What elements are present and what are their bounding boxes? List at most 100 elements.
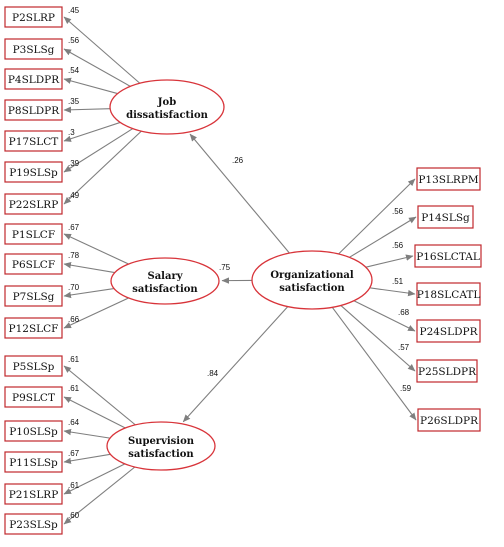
structural-coef-job: .26 [232,156,244,165]
job-indicator-box: P2SLRP [4,6,63,28]
job-loading-arrow [63,106,111,113]
indicator-label: P3SLSg [13,44,55,56]
salary-loading-arrow [63,233,129,265]
salary-loading-arrow [63,262,115,274]
org-loading-value: .51 [392,277,404,286]
org-loading-arrow [340,305,416,372]
indicator-label: P2SLRP [12,12,55,24]
indicator-label: P17SLCT [9,136,59,148]
salary-loading-value: .66 [68,315,80,324]
job-loading-arrow [63,16,141,84]
supervision-loading-arrow [63,453,111,465]
org-loading-arrow [349,216,417,258]
supervision-loading-arrow [63,463,126,495]
job-indicator-box: P8SLDPR [4,99,63,121]
indicator-label: P13SLRPM [418,174,479,186]
supervision-loading-arrow [63,396,126,429]
supervision-indicator-box: P11SLSp [4,451,63,473]
supervision-loading-value: .67 [68,449,80,458]
job-indicator-box: P4SLDPR [4,68,63,90]
structural-coef-salary: .75 [219,263,231,272]
job-indicator-box: P17SLCT [4,130,63,152]
indicator-label: P14SLSg [421,212,470,224]
supervision-loading-value: .61 [68,481,80,490]
indicator-label: P5SLSp [13,361,55,373]
indicator-label: P25SLDPR [418,366,477,378]
structural-arrow-supervision [182,306,289,423]
salary-indicator-box: P6SLCF [4,253,63,275]
indicator-label: P1SLCF [12,229,55,241]
org-indicator-box: P24SLDPR [416,319,481,343]
salary-indicator-box: P7SLSg [4,285,63,307]
latent-supervision-satisfaction: Supervision satisfaction [106,421,216,471]
indicator-label: P10SLSp [9,426,58,438]
supervision-loading-value: .61 [68,355,80,364]
salary-indicator-box: P1SLCF [4,223,63,245]
latent-label-line2: dissatisfaction [126,110,209,121]
latent-label-line2: satisfaction [128,449,194,460]
indicator-label: P12SLCF [9,323,59,335]
supervision-loading-value: .61 [68,384,80,393]
supervision-loading-arrow [63,428,111,439]
org-indicator-box: P14SLSg [417,205,474,229]
job-loading-value: .35 [68,97,80,106]
indicator-label: P6SLCF [12,259,55,271]
org-loading-arrow [369,287,416,297]
org-indicator-box: P25SLDPR [416,359,478,383]
salary-loading-value: .70 [68,283,80,292]
org-loading-arrow [338,178,416,255]
latent-label-line1: Organizational [270,270,354,281]
latent-label-line1: Job [157,97,176,108]
supervision-indicator-box: P21SLRP [4,483,63,505]
supervision-loading-value: .60 [68,511,80,520]
indicator-label: P7SLSg [13,291,55,303]
job-loading-value: .56 [68,36,80,45]
latent-label-line1: Supervision [128,436,195,447]
org-loading-value: .56 [392,241,404,250]
org-loading-arrow [353,300,416,332]
supervision-loading-arrow [63,466,136,525]
supervision-indicator-box: P9SLCT [4,386,63,408]
indicator-label: P26SLDPR [420,415,479,427]
job-indicator-box: P22SLRP [4,193,63,215]
supervision-indicator-box: P23SLSp [4,513,63,535]
org-loading-arrow [331,306,417,421]
supervision-loading-arrow [63,365,136,426]
job-loading-arrow [63,77,118,95]
salary-loading-arrow [63,297,129,329]
job-loading-arrow [63,121,121,142]
supervision-indicator-box: P10SLSp [4,420,63,442]
job-loading-arrow [63,130,142,205]
indicator-label: P18SLCATL [417,289,481,301]
structural-coef-supervision: .84 [207,369,219,378]
latent-label-line2: satisfaction [132,284,198,295]
supervision-indicator-box: P5SLSp [4,355,63,377]
indicator-label: P8SLDPR [8,105,60,117]
job-loading-value: .54 [68,66,80,75]
job-loading-value: .45 [68,6,80,15]
indicator-label: P19SLSp [9,167,58,179]
job-loading-value: .39 [68,159,80,168]
latent-salary-satisfaction: Salary satisfaction [110,257,220,305]
latent-label-line1: Salary [147,271,183,282]
supervision-loading-value: .64 [68,418,80,427]
job-indicator-box: P3SLSg [4,38,63,60]
job-loading-value: .49 [68,191,80,200]
org-indicator-box: P26SLDPR [417,408,481,432]
structural-arrow-job [189,133,290,254]
job-loading-arrow [63,48,131,87]
indicator-label: P22SLRP [9,199,59,211]
job-loading-arrow [63,128,134,173]
org-loading-value: .57 [398,343,410,352]
org-loading-value: .68 [398,308,410,317]
indicator-label: P21SLRP [9,489,59,501]
salary-loading-value: .67 [68,223,80,232]
salary-loading-value: .78 [68,251,80,260]
indicator-label: P23SLSp [9,519,58,531]
indicator-label: P16SLCTAL [416,251,480,263]
latent-job-dissatisfaction: Job dissatisfaction [109,79,225,135]
indicator-label: P11SLSp [9,457,58,469]
salary-loading-arrow [63,288,115,299]
